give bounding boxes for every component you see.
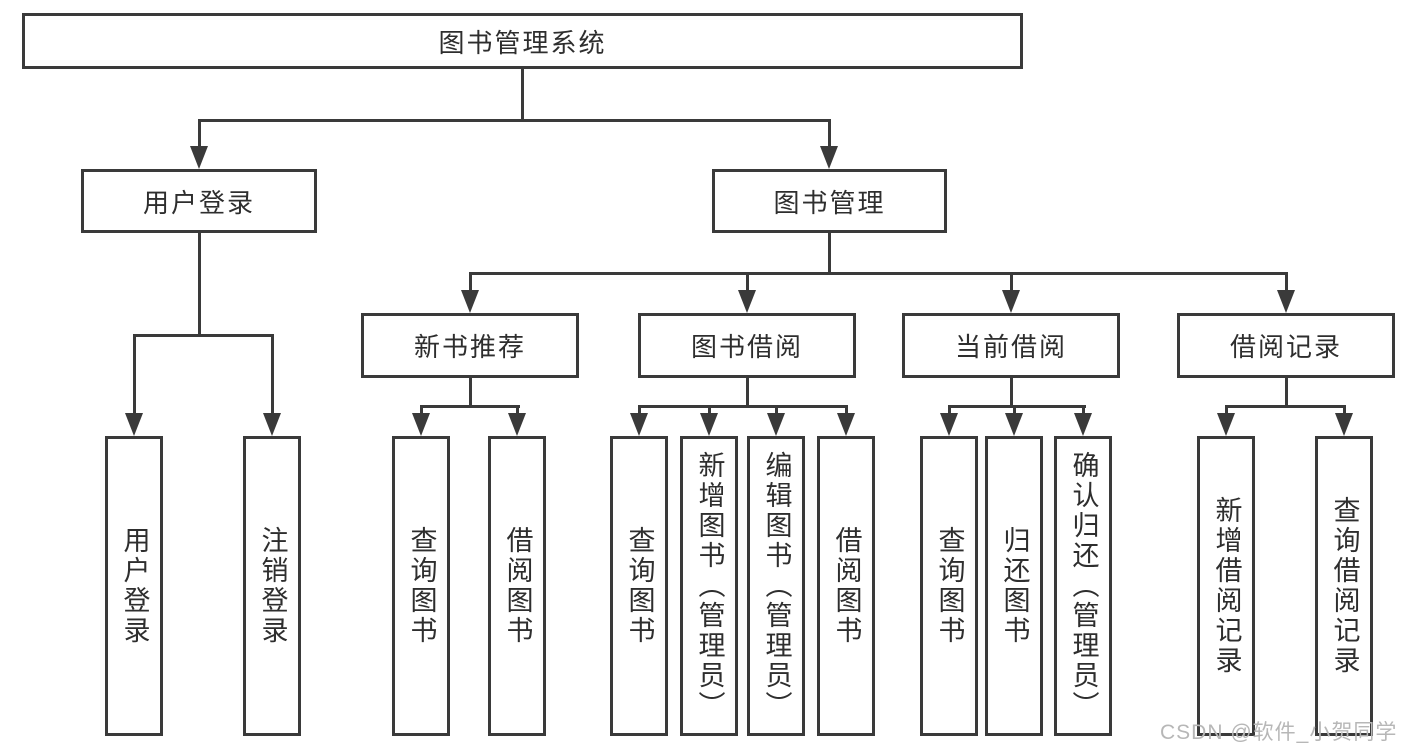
node-label: 查询图书 <box>406 526 437 646</box>
leaf-add-books-admin: 新增图书（管理员） <box>680 436 738 736</box>
arrowhead-down-icon <box>508 413 526 436</box>
arrowhead-down-icon <box>125 413 143 436</box>
connector-hline <box>468 272 1288 275</box>
arrowhead-down-icon <box>1277 290 1295 313</box>
node-label: 编辑图书（管理员） <box>761 451 792 721</box>
csdn-watermark: CSDN @软件_小贺同学 <box>1160 721 1398 744</box>
connector-hline <box>637 405 848 408</box>
node-label: 借阅图书 <box>831 526 862 646</box>
arrowhead-down-icon <box>630 413 648 436</box>
node-label: 新增借阅记录 <box>1211 496 1242 676</box>
connector-vline <box>468 378 472 408</box>
connector-hline <box>1224 405 1346 408</box>
arrowhead-down-icon <box>1074 413 1092 436</box>
connector-vline <box>844 405 848 417</box>
node-library-management-system: 图书管理系统 <box>22 13 1023 69</box>
node-label: 当前借阅 <box>954 332 1067 362</box>
connector-vline <box>1224 405 1228 417</box>
connector-vline <box>1081 405 1085 417</box>
connector-vline <box>515 405 519 417</box>
arrowhead-down-icon <box>190 146 208 169</box>
connector-vline <box>947 405 951 417</box>
arrowhead-down-icon <box>738 290 756 313</box>
leaf-borrow-books: 借阅图书 <box>817 436 875 736</box>
node-label: 注销登录 <box>257 526 288 646</box>
node-label: 新书推荐 <box>413 332 526 362</box>
arrowhead-down-icon <box>461 290 479 313</box>
arrowhead-down-icon <box>837 413 855 436</box>
node-label: 查询图书 <box>624 526 655 646</box>
leaf-edit-books-admin: 编辑图书（管理员） <box>747 436 805 736</box>
node-label: 借阅图书 <box>502 526 533 646</box>
connector-hline <box>197 119 831 122</box>
connector-vline <box>520 69 524 122</box>
connector-vline <box>774 405 778 417</box>
connector-vline <box>745 378 749 408</box>
connector-vline <box>637 405 641 417</box>
node-label: 图书借阅 <box>690 332 803 362</box>
arrowhead-down-icon <box>1217 413 1235 436</box>
leaf-logout: 注销登录 <box>243 436 301 736</box>
connector-vline <box>270 334 274 416</box>
node-label: 确认归还（管理员） <box>1068 451 1099 721</box>
leaf-user-login: 用户登录 <box>105 436 163 736</box>
node-label: 归还图书 <box>999 526 1030 646</box>
connector-vline <box>132 334 136 416</box>
leaf-add-borrow-record: 新增借阅记录 <box>1197 436 1255 736</box>
connector-vline <box>419 405 423 417</box>
connector-vline <box>745 272 749 292</box>
connector-hline <box>947 405 1086 408</box>
leaf-query-books-current: 查询图书 <box>920 436 978 736</box>
node-borrow-records: 借阅记录 <box>1177 313 1395 378</box>
node-new-book-recommend: 新书推荐 <box>361 313 579 378</box>
arrowhead-down-icon <box>940 413 958 436</box>
connector-vline <box>827 233 831 275</box>
node-current-borrowing: 当前借阅 <box>902 313 1120 378</box>
node-label: 用户登录 <box>142 187 255 218</box>
node-label: 查询图书 <box>934 526 965 646</box>
connector-vline <box>1009 272 1013 292</box>
arrowhead-down-icon <box>412 413 430 436</box>
arrowhead-down-icon <box>263 413 281 436</box>
connector-vline <box>1284 272 1288 292</box>
leaf-query-borrow-record: 查询借阅记录 <box>1315 436 1373 736</box>
connector-vline <box>197 119 201 148</box>
connector-vline <box>827 119 831 148</box>
node-user-login: 用户登录 <box>81 169 317 233</box>
arrowhead-down-icon <box>1005 413 1023 436</box>
leaf-confirm-return-admin: 确认归还（管理员） <box>1054 436 1112 736</box>
node-label: 查询借阅记录 <box>1329 496 1360 676</box>
connector-vline <box>197 233 201 337</box>
arrowhead-down-icon <box>700 413 718 436</box>
node-label: 图书管理 <box>773 187 886 218</box>
connector-hline <box>132 334 274 337</box>
node-label: 图书管理系统 <box>438 27 607 58</box>
connector-vline <box>1009 378 1013 408</box>
connector-vline <box>1012 405 1016 417</box>
arrowhead-down-icon <box>1002 290 1020 313</box>
node-book-borrowing: 图书借阅 <box>638 313 856 378</box>
node-label: 新增图书（管理员） <box>694 451 725 721</box>
leaf-borrow-books-recommend: 借阅图书 <box>488 436 546 736</box>
node-book-management: 图书管理 <box>712 169 947 233</box>
leaf-query-books-recommend: 查询图书 <box>392 436 450 736</box>
connector-vline <box>707 405 711 417</box>
connector-hline <box>419 405 520 408</box>
leaf-return-books: 归还图书 <box>985 436 1043 736</box>
connector-vline <box>1284 378 1288 408</box>
node-label: 用户登录 <box>119 526 150 646</box>
arrowhead-down-icon <box>1335 413 1353 436</box>
connector-vline <box>1342 405 1346 417</box>
arrowhead-down-icon <box>820 146 838 169</box>
leaf-query-books-borrowing: 查询图书 <box>610 436 668 736</box>
node-label: 借阅记录 <box>1229 332 1342 362</box>
arrowhead-down-icon <box>767 413 785 436</box>
connector-vline <box>468 272 472 292</box>
